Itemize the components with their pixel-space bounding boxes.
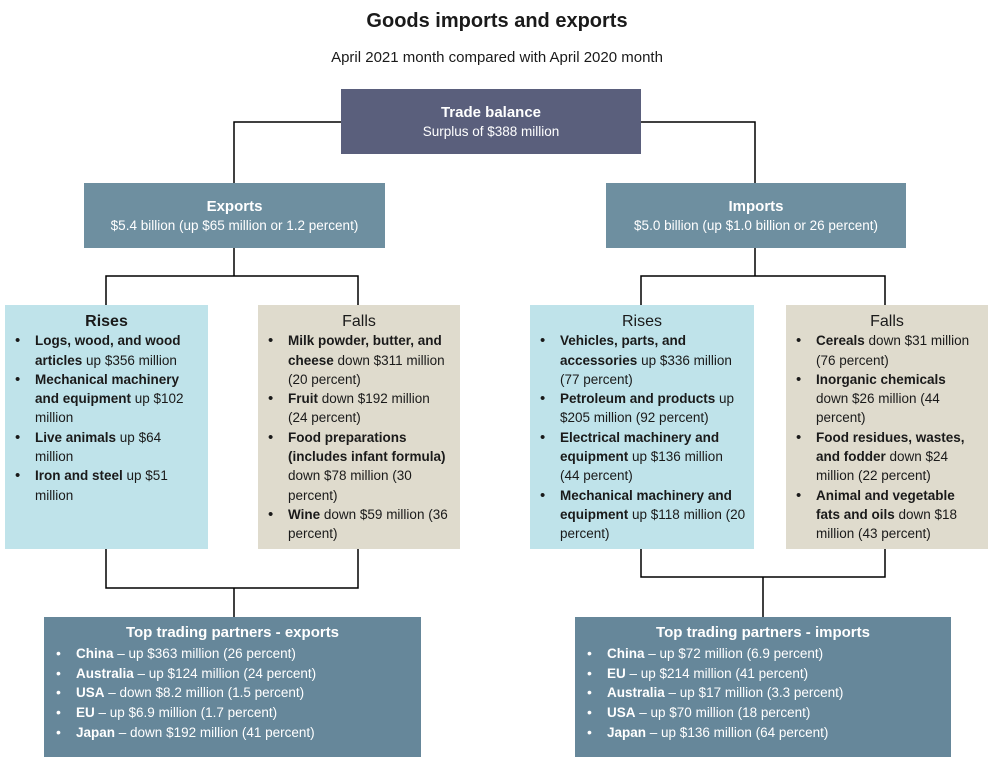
- list-item: Japan – up $136 million (64 percent): [585, 723, 941, 743]
- list-item: Australia – up $124 million (24 percent): [54, 664, 411, 684]
- list-item: Wine down $59 million (36 percent): [266, 505, 452, 544]
- imports-heading: Imports: [728, 198, 784, 215]
- imports-partners-box: Top trading partners - imports China – u…: [575, 617, 951, 757]
- list-item: Iron and steel up $51 million: [13, 466, 200, 505]
- list-item: Food residues, wastes, and fodder down $…: [794, 428, 980, 486]
- list-item: China – up $72 million (6.9 percent): [585, 644, 941, 664]
- connector-imports-branch: [640, 275, 886, 305]
- list-item: China – up $363 million (26 percent): [54, 644, 411, 664]
- imports-rises-box: Rises Vehicles, parts, and accessories u…: [530, 305, 754, 549]
- list-item: Food preparations (includes infant formu…: [266, 428, 452, 505]
- exports-falls-list: Milk powder, butter, and cheese down $31…: [266, 331, 452, 543]
- trade-balance-value: Surplus of $388 million: [422, 124, 560, 139]
- list-item: Inorganic chemicals down $26 million (44…: [794, 370, 980, 428]
- list-item: Logs, wood, and wood articles up $356 mi…: [13, 331, 200, 370]
- connector-imports-merge: [640, 549, 886, 578]
- trade-balance-box: Trade balance Surplus of $388 million: [341, 89, 641, 154]
- list-item: EU – up $6.9 million (1.7 percent): [54, 703, 411, 723]
- exports-rises-heading: Rises: [85, 313, 128, 330]
- connector-exports-branch: [105, 275, 359, 305]
- list-item: Cereals down $31 million (76 percent): [794, 331, 980, 370]
- imports-rises-list: Vehicles, parts, and accessories up $336…: [538, 331, 746, 543]
- imports-falls-box: Falls Cereals down $31 million (76 perce…: [786, 305, 988, 549]
- exports-partners-heading: Top trading partners - exports: [125, 624, 340, 641]
- connector-trade-imports: [641, 121, 756, 183]
- exports-falls-box: Falls Milk powder, butter, and cheese do…: [258, 305, 460, 549]
- list-item: Japan – down $192 million (41 percent): [54, 723, 411, 743]
- exports-value: $5.4 billion (up $65 million or 1.2 perc…: [110, 218, 359, 233]
- list-item: EU – up $214 million (41 percent): [585, 664, 941, 684]
- exports-heading: Exports: [206, 198, 263, 215]
- exports-rises-box: Rises Logs, wood, and wood articles up $…: [5, 305, 208, 549]
- list-item: Electrical machinery and equipment up $1…: [538, 428, 746, 486]
- imports-partners-heading: Top trading partners - imports: [656, 624, 870, 641]
- trade-balance-heading: Trade balance: [440, 104, 542, 121]
- exports-partners-list: China – up $363 million (26 percent) Aus…: [54, 644, 411, 743]
- list-item: Vehicles, parts, and accessories up $336…: [538, 331, 746, 389]
- list-item: Animal and vegetable fats and oils down …: [794, 486, 980, 544]
- exports-partners-box: Top trading partners - exports China – u…: [44, 617, 421, 757]
- exports-rises-list: Logs, wood, and wood articles up $356 mi…: [13, 331, 200, 505]
- diagram-title: Goods imports and exports: [366, 10, 628, 32]
- list-item: Petroleum and products up $205 million (…: [538, 389, 746, 428]
- connector-trade-exports: [233, 121, 341, 183]
- exports-falls-heading: Falls: [342, 313, 376, 330]
- imports-falls-heading: Falls: [870, 313, 904, 330]
- list-item: Mechanical machinery and equipment up $1…: [538, 486, 746, 544]
- list-item: Milk powder, butter, and cheese down $31…: [266, 331, 452, 389]
- imports-falls-list: Cereals down $31 million (76 percent) In…: [794, 331, 980, 543]
- list-item: Fruit down $192 million (24 percent): [266, 389, 452, 428]
- diagram-subtitle: April 2021 month compared with April 202…: [331, 49, 663, 66]
- list-item: Australia – up $17 million (3.3 percent): [585, 683, 941, 703]
- imports-value: $5.0 billion (up $1.0 billion or 26 perc…: [634, 218, 878, 233]
- connector-exports-merge: [105, 549, 359, 589]
- imports-box: Imports $5.0 billion (up $1.0 billion or…: [606, 183, 906, 248]
- exports-box: Exports $5.4 billion (up $65 million or …: [84, 183, 385, 248]
- imports-partners-list: China – up $72 million (6.9 percent) EU …: [585, 644, 941, 743]
- list-item: Mechanical machinery and equipment up $1…: [13, 370, 200, 428]
- list-item: Live animals up $64 million: [13, 428, 200, 467]
- list-item: USA – down $8.2 million (1.5 percent): [54, 683, 411, 703]
- imports-rises-heading: Rises: [621, 313, 662, 330]
- list-item: USA – up $70 million (18 percent): [585, 703, 941, 723]
